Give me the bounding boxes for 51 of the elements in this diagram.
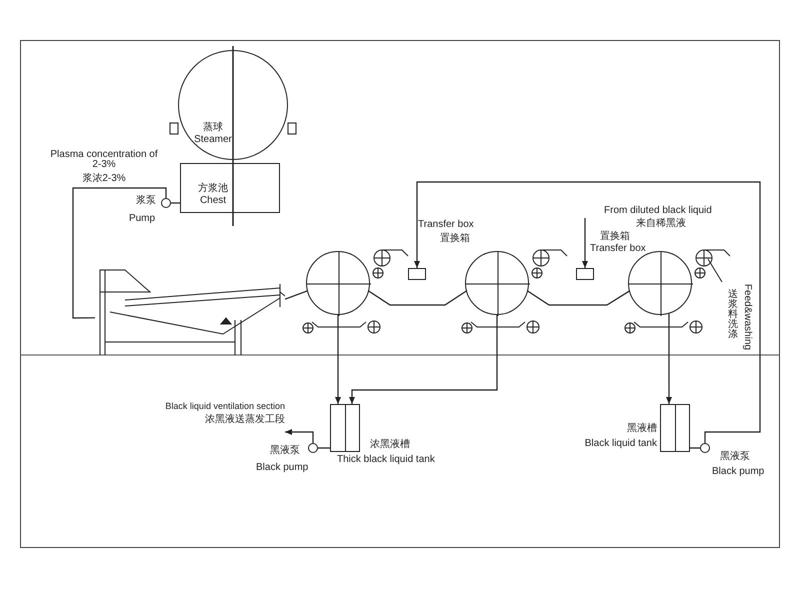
washer-drum	[306, 251, 370, 315]
flow-arrow	[285, 429, 314, 443]
steamer-vessel	[178, 50, 288, 160]
pipe-line	[171, 202, 180, 204]
transfer-box	[576, 268, 594, 280]
equipment-label: 黑液槽	[626, 424, 657, 434]
equipment-label: 置换箱	[440, 234, 471, 244]
equipment-label: Transfer box	[590, 244, 647, 254]
pipe-line	[318, 447, 330, 449]
pipe-line	[72, 187, 167, 319]
equipment-label: Thick black liquid tank	[337, 455, 436, 465]
transfer-box	[408, 268, 426, 280]
flow-arrow	[349, 315, 498, 404]
equipment-label: 蒸球	[203, 123, 223, 133]
equipment-label: Black pump	[712, 467, 766, 477]
pipe-line	[526, 290, 630, 306]
annotation-text: 来自稀黑液	[636, 219, 687, 229]
equipment-label: Steamer	[194, 135, 232, 145]
equipment-label: Transfer box	[418, 220, 475, 230]
equipment-label: 方浆池	[198, 184, 228, 194]
equipment-label: 黑液泵	[720, 452, 751, 462]
liquid-tank	[330, 404, 360, 452]
equipment-label: Black liquid tank	[584, 439, 657, 449]
pump-symbol	[161, 198, 171, 208]
washer-drum	[465, 251, 529, 315]
equipment-label: 浓黑液送蒸发工段	[205, 415, 285, 425]
flow-arrow	[414, 181, 761, 443]
annotation-text: 送浆料洗涤	[728, 290, 738, 340]
annotation-text: Plasma concentration of 2-3%	[49, 150, 159, 170]
flow-arrow	[335, 315, 341, 404]
pipe-line	[284, 290, 308, 300]
equipment-label: 浓黑液槽	[370, 440, 411, 450]
annotation-text: Feed&washing	[742, 282, 752, 352]
annotation-text: From diluted black liquid	[604, 206, 713, 216]
equipment-label: 黑液泵	[270, 446, 301, 456]
pipe-line	[368, 290, 468, 306]
liquid-tank	[660, 404, 690, 452]
pipe-line	[690, 447, 700, 449]
equipment-label: Black liquid ventilation section	[165, 402, 285, 411]
flow-arrow	[666, 314, 672, 404]
pump-symbol	[700, 443, 710, 453]
flow-arrow	[582, 218, 588, 268]
equipment-label: Black pump	[256, 463, 310, 473]
equipment-label: 置换箱	[600, 232, 631, 242]
washer-drum	[628, 251, 692, 315]
pump-symbol	[308, 443, 318, 453]
equipment-label: Pump	[128, 214, 156, 224]
equipment-label: 浆泵	[135, 196, 156, 206]
annotation-text: 浆浓2-3%	[81, 174, 127, 184]
equipment-label: Chest	[200, 196, 226, 206]
chest-tank	[180, 163, 280, 213]
